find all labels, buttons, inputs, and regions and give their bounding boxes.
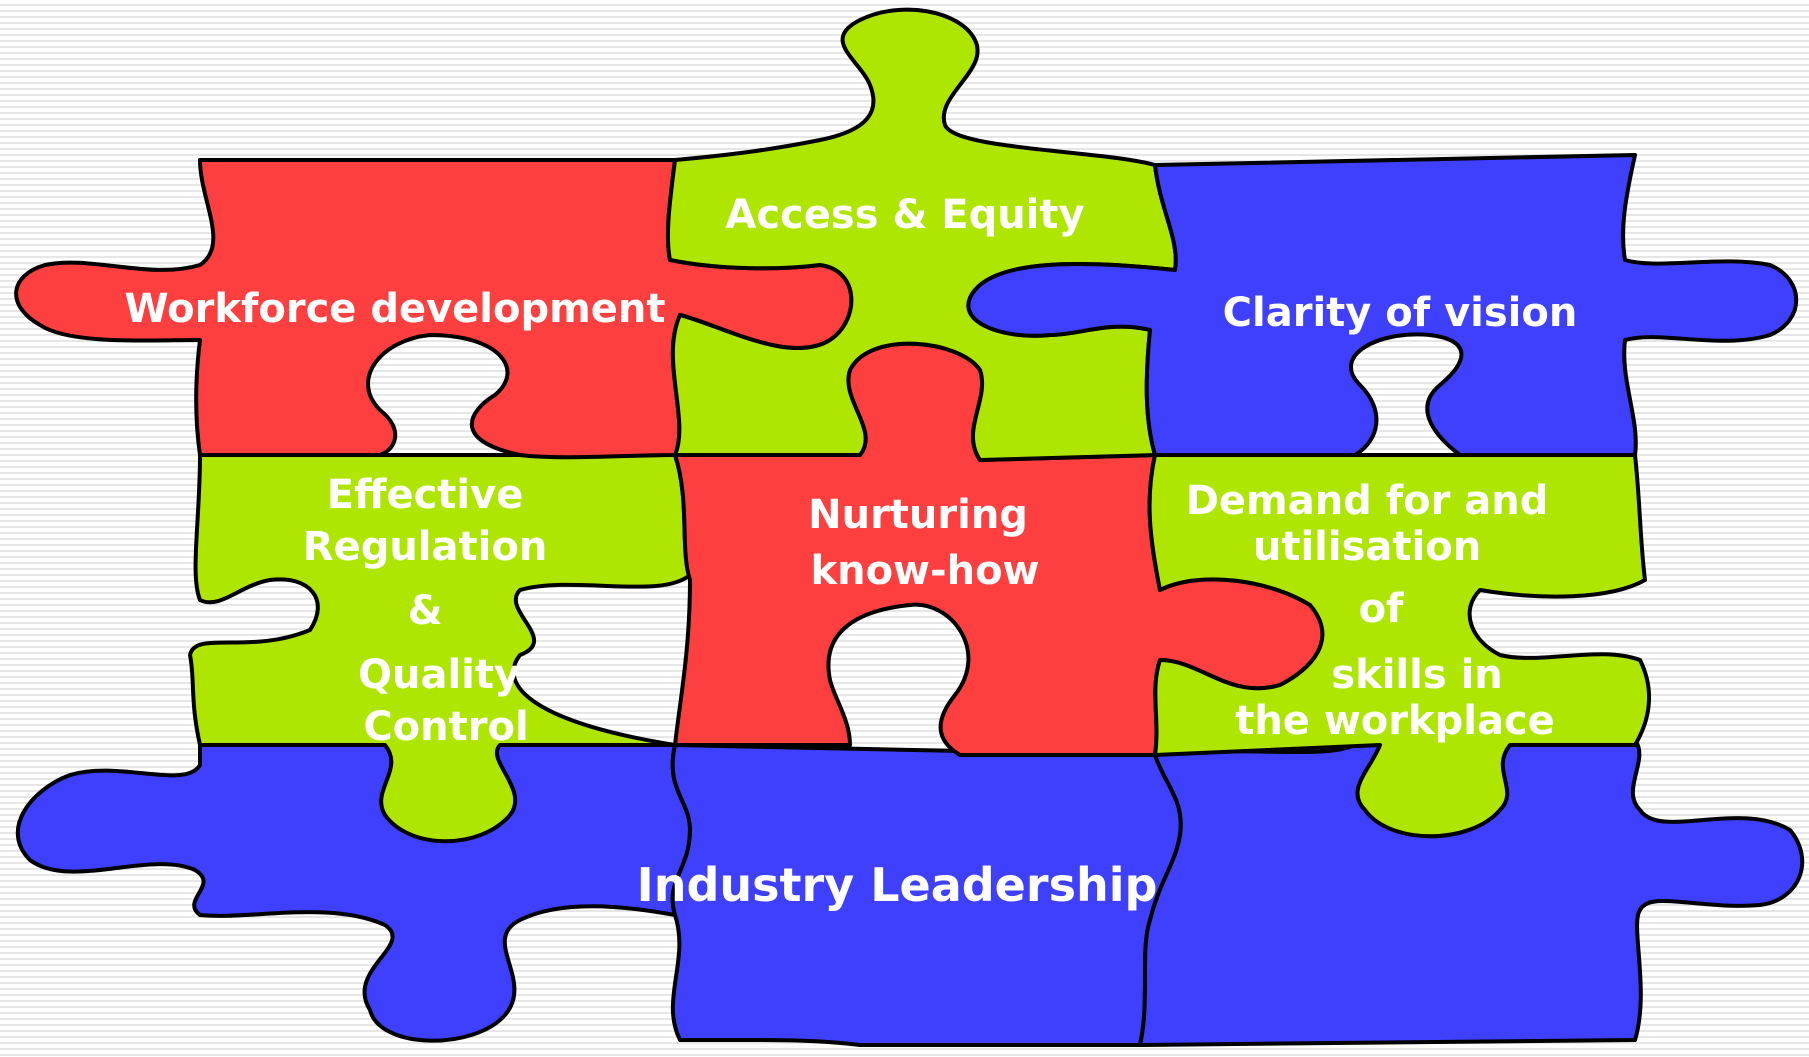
label-line: Workforce development [124,286,665,332]
label-line: Quality [358,652,520,698]
puzzle-piece-bottom-left [15,743,692,1043]
label-demand-skills: Demand for and utilisation of skills in … [1186,478,1563,744]
label-line: skills in [1331,652,1502,698]
label-effective-regulation: Effective Regulation & Quality Control [303,472,561,750]
label-line: utilisation [1253,524,1481,570]
label-industry-leadership: Industry Leadership [637,858,1158,912]
label-line: Industry Leadership [637,858,1158,912]
label-line: Clarity of vision [1223,290,1578,336]
label-line: & [408,588,443,634]
puzzle-piece-top-right [966,153,1799,457]
label-workforce-development: Workforce development [124,286,665,332]
label-clarity-of-vision: Clarity of vision [1223,290,1578,336]
puzzle-piece-middle-right [1147,453,1652,839]
label-line: Regulation [303,524,548,570]
label-line: of [1359,586,1404,632]
label-line: Control [363,704,528,750]
label-line: know-how [810,548,1039,594]
label-nurturing-know-how: Nurturing know-how [808,492,1042,594]
label-line: Access & Equity [725,192,1084,238]
label-line: Nurturing [808,492,1028,538]
label-access-equity: Access & Equity [725,192,1084,238]
label-line: Effective [327,472,524,518]
label-line: the workplace [1235,698,1555,744]
puzzle-piece-middle-left [188,453,692,844]
label-line: Demand for and [1186,478,1549,524]
